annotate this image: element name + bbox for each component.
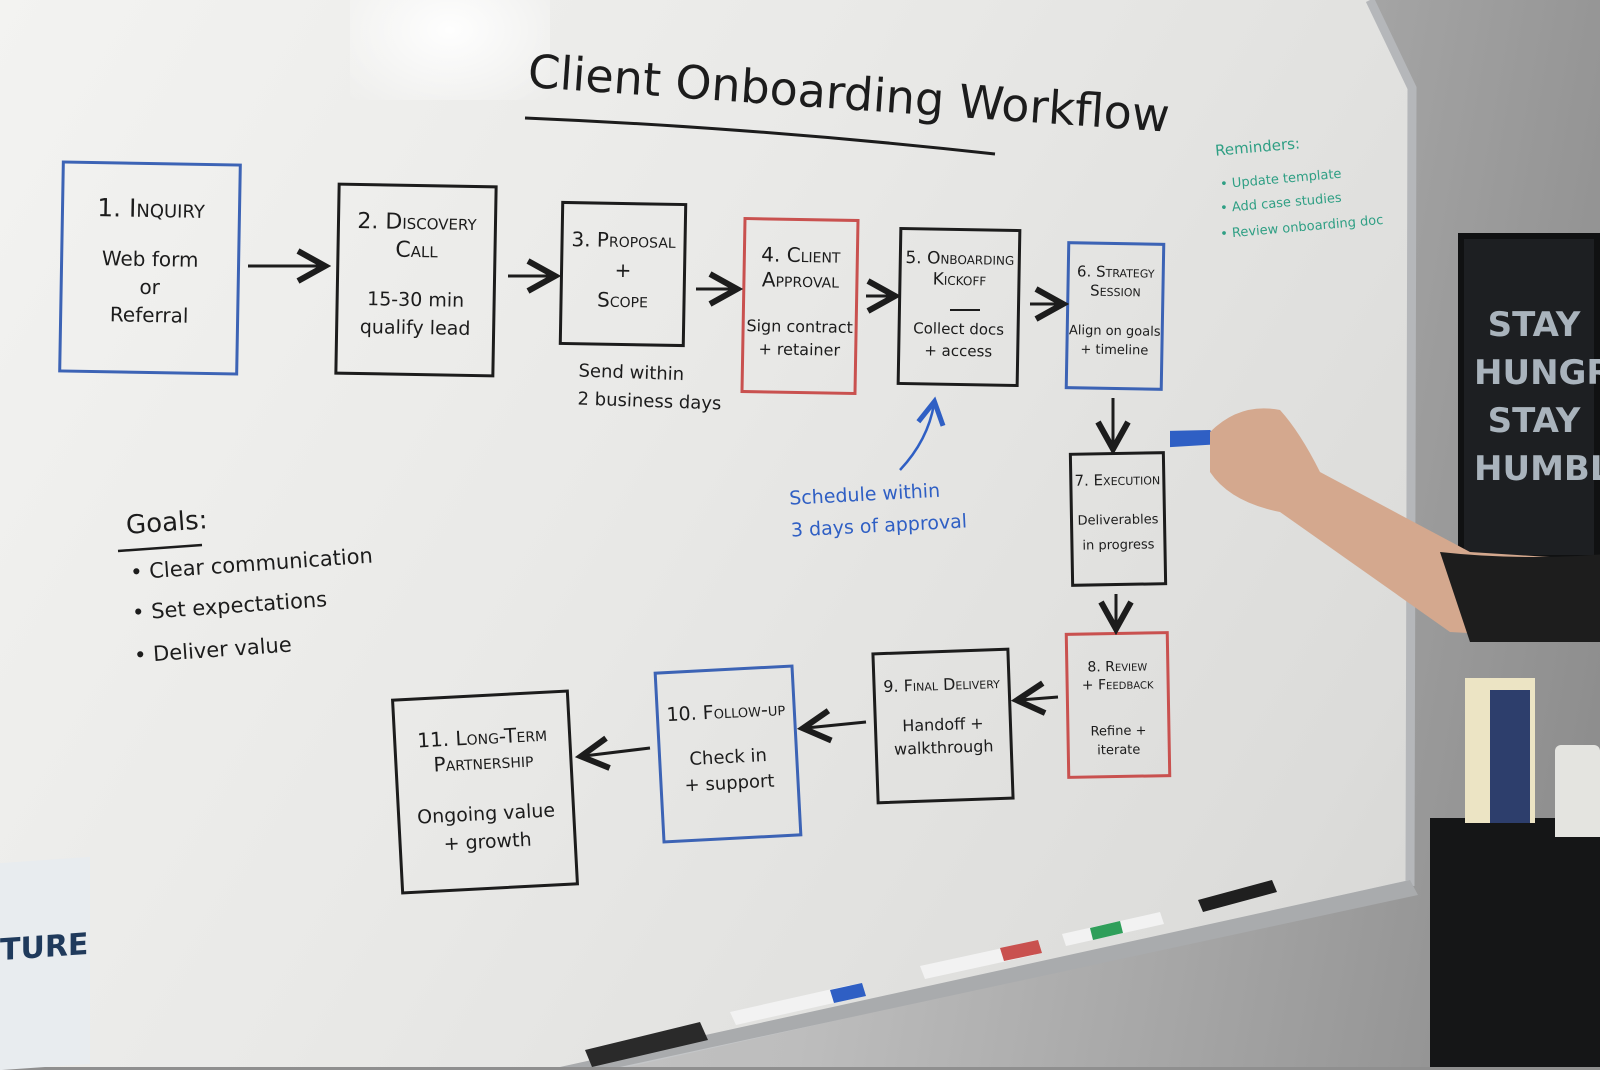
green-marker: [1062, 912, 1164, 946]
blue-marker: [730, 983, 866, 1025]
black-marker: [1198, 880, 1277, 912]
paper-text: TURE: [0, 927, 88, 968]
eraser: [585, 1022, 708, 1067]
hand-holding-marker: [1170, 402, 1600, 642]
red-marker: [920, 940, 1042, 979]
paper-sheet: TURE: [0, 857, 90, 1070]
